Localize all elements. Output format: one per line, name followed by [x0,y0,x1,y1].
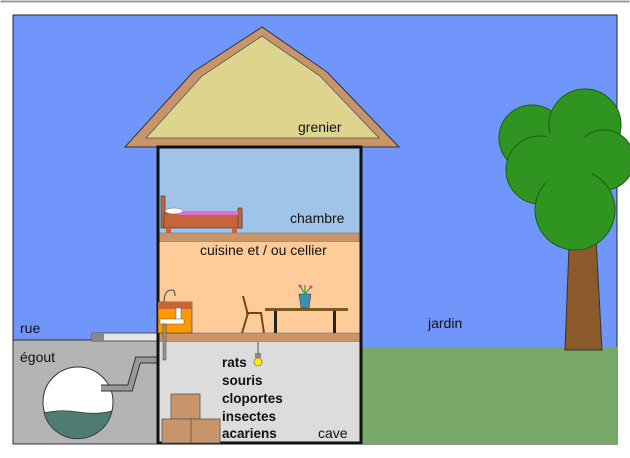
house-walls [156,145,363,445]
bed-icon [160,195,243,233]
pest-item: insectes [222,409,276,424]
chair-icon [241,295,265,334]
lamp-icon [253,342,263,367]
curb [92,333,104,341]
pest-item: souris [222,373,263,388]
label-kitchen: cuisine et / ou cellier [200,242,327,258]
pest-item: rats [222,355,247,370]
tree-foliage [498,88,630,251]
boxes-icon [161,393,221,444]
pest-item: acariens [222,426,277,441]
tree [498,88,630,351]
table-icon [265,284,348,333]
label-street: rue [20,320,40,336]
floor-0 [157,332,362,343]
label-attic: grenier [298,119,342,135]
pest-list: rats souris cloportes insectes acariens [222,355,283,441]
sewer-water [43,410,113,440]
label-sewer: égout [20,349,55,365]
sink-icon [157,289,193,361]
attic [145,35,380,139]
pest-item: cloportes [222,391,283,406]
floor-1 [157,232,362,243]
drain-pipe [101,357,160,391]
label-bedroom: chambre [290,210,345,226]
label-cellar: cave [318,425,348,441]
top-border [0,0,630,3]
garden-ground [361,347,617,444]
label-garden: jardin [427,315,462,331]
